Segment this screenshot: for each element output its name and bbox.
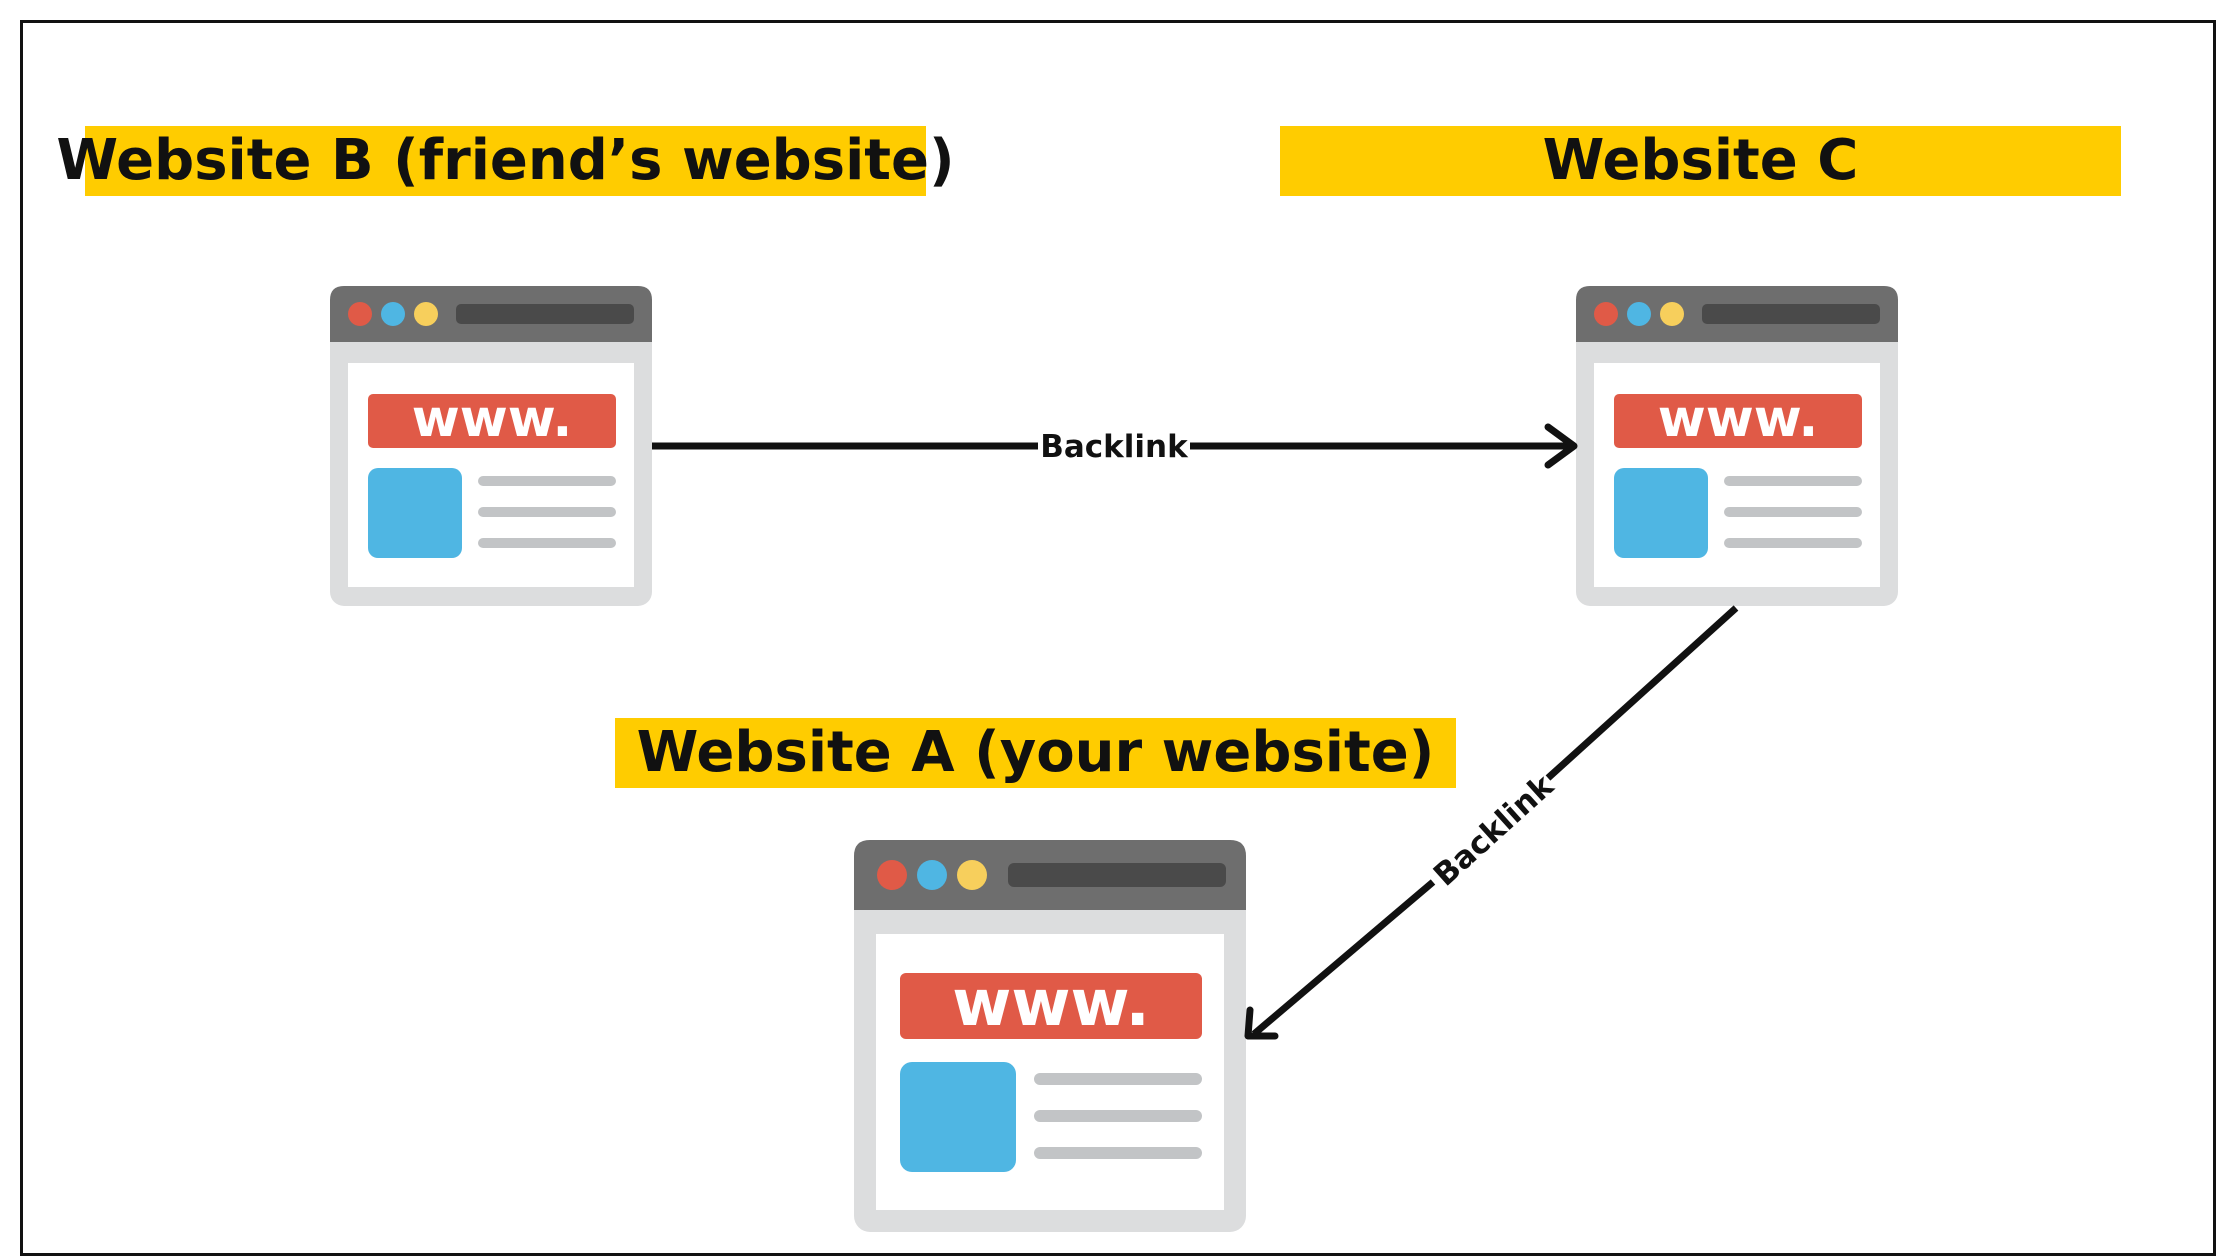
website-b-label: Website B (friend’s website)	[56, 126, 955, 196]
backlink-arrow-b-to-c: Backlink	[652, 423, 1578, 469]
website-a-browser-icon: www.	[854, 840, 1246, 1232]
website-c-www-text: www.	[1658, 389, 1819, 449]
website-c-browser-icon: www.	[1576, 286, 1898, 606]
website-a-www-text: www.	[952, 967, 1150, 1041]
backlink-label-b-to-c: Backlink	[1040, 429, 1189, 465]
website-b-www-text: www.	[412, 389, 573, 449]
website-a-label: Website A (your website)	[615, 718, 1456, 788]
backlink-arrow-c-to-a: Backlink	[1244, 605, 1739, 1040]
website-c-label: Website C	[1280, 126, 2121, 196]
website-b-browser-icon: www.	[330, 286, 652, 606]
backlink-label-c-to-a: Backlink	[1427, 767, 1562, 893]
